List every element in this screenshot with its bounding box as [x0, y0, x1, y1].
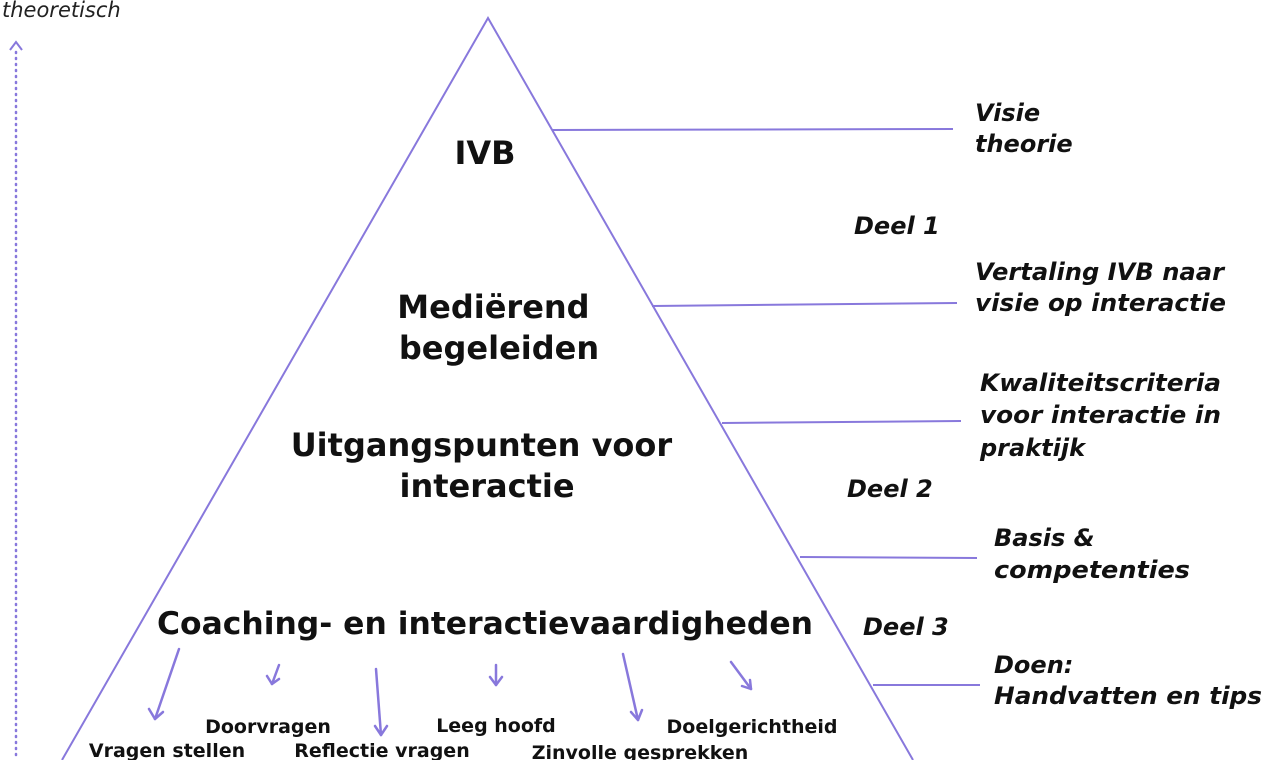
arrow-icon: [729, 660, 753, 691]
skill-leeg-hoofd: Leeg hoofd: [436, 715, 556, 737]
connector-line-vertaling: [651, 302, 958, 307]
skill-doelgerichtheid: Doelgerichtheid: [667, 716, 838, 738]
level-medierend-begeleiden: Mediërend begeleiden: [397, 288, 600, 367]
part-label-deel-3: Deel 3: [863, 613, 949, 641]
arrow-icon: [621, 652, 644, 722]
axis-label: theoretisch: [2, 0, 121, 22]
connector-line-visie: [551, 128, 954, 131]
arrow-icon: [488, 663, 504, 687]
side-label-kwaliteitscriteria: Kwaliteitscriteria voor interactie in pr…: [979, 369, 1229, 462]
level-coaching: Coaching- en interactievaardigheden: [157, 606, 813, 642]
side-label-doen: Doen: Handvatten en tips: [994, 651, 1262, 710]
skill-doorvragen: Doorvragen: [205, 716, 331, 738]
arrow-icon: [373, 667, 389, 737]
skill-vragen-stellen: Vragen stellen: [89, 740, 245, 760]
level-uitgangspunten: Uitgangspunten voor interactie: [291, 426, 684, 505]
part-label-deel-1: Deel 1: [854, 212, 940, 240]
arrow-icon: [265, 663, 281, 686]
part-label-deel-2: Deel 2: [847, 475, 933, 503]
connector-line-kwaliteit: [721, 420, 962, 424]
skill-arrows: [147, 647, 753, 737]
side-label-vertaling: Vertaling IVB naar visie op interactie: [975, 258, 1232, 317]
theory-axis-arrowhead: [9, 40, 23, 51]
level-ivb: IVB: [454, 134, 515, 172]
arrow-icon: [147, 647, 181, 721]
skill-reflectie-vragen: Reflectie vragen: [294, 740, 469, 760]
skill-zinvolle-gesprekken: Zinvolle gesprekken: [532, 742, 749, 760]
side-label-visie-theorie: Visie theorie: [975, 99, 1073, 158]
pyramid-outline: [61, 15, 914, 760]
side-label-basis: Basis & competenties: [994, 524, 1190, 584]
connector-line-basis: [799, 556, 978, 559]
